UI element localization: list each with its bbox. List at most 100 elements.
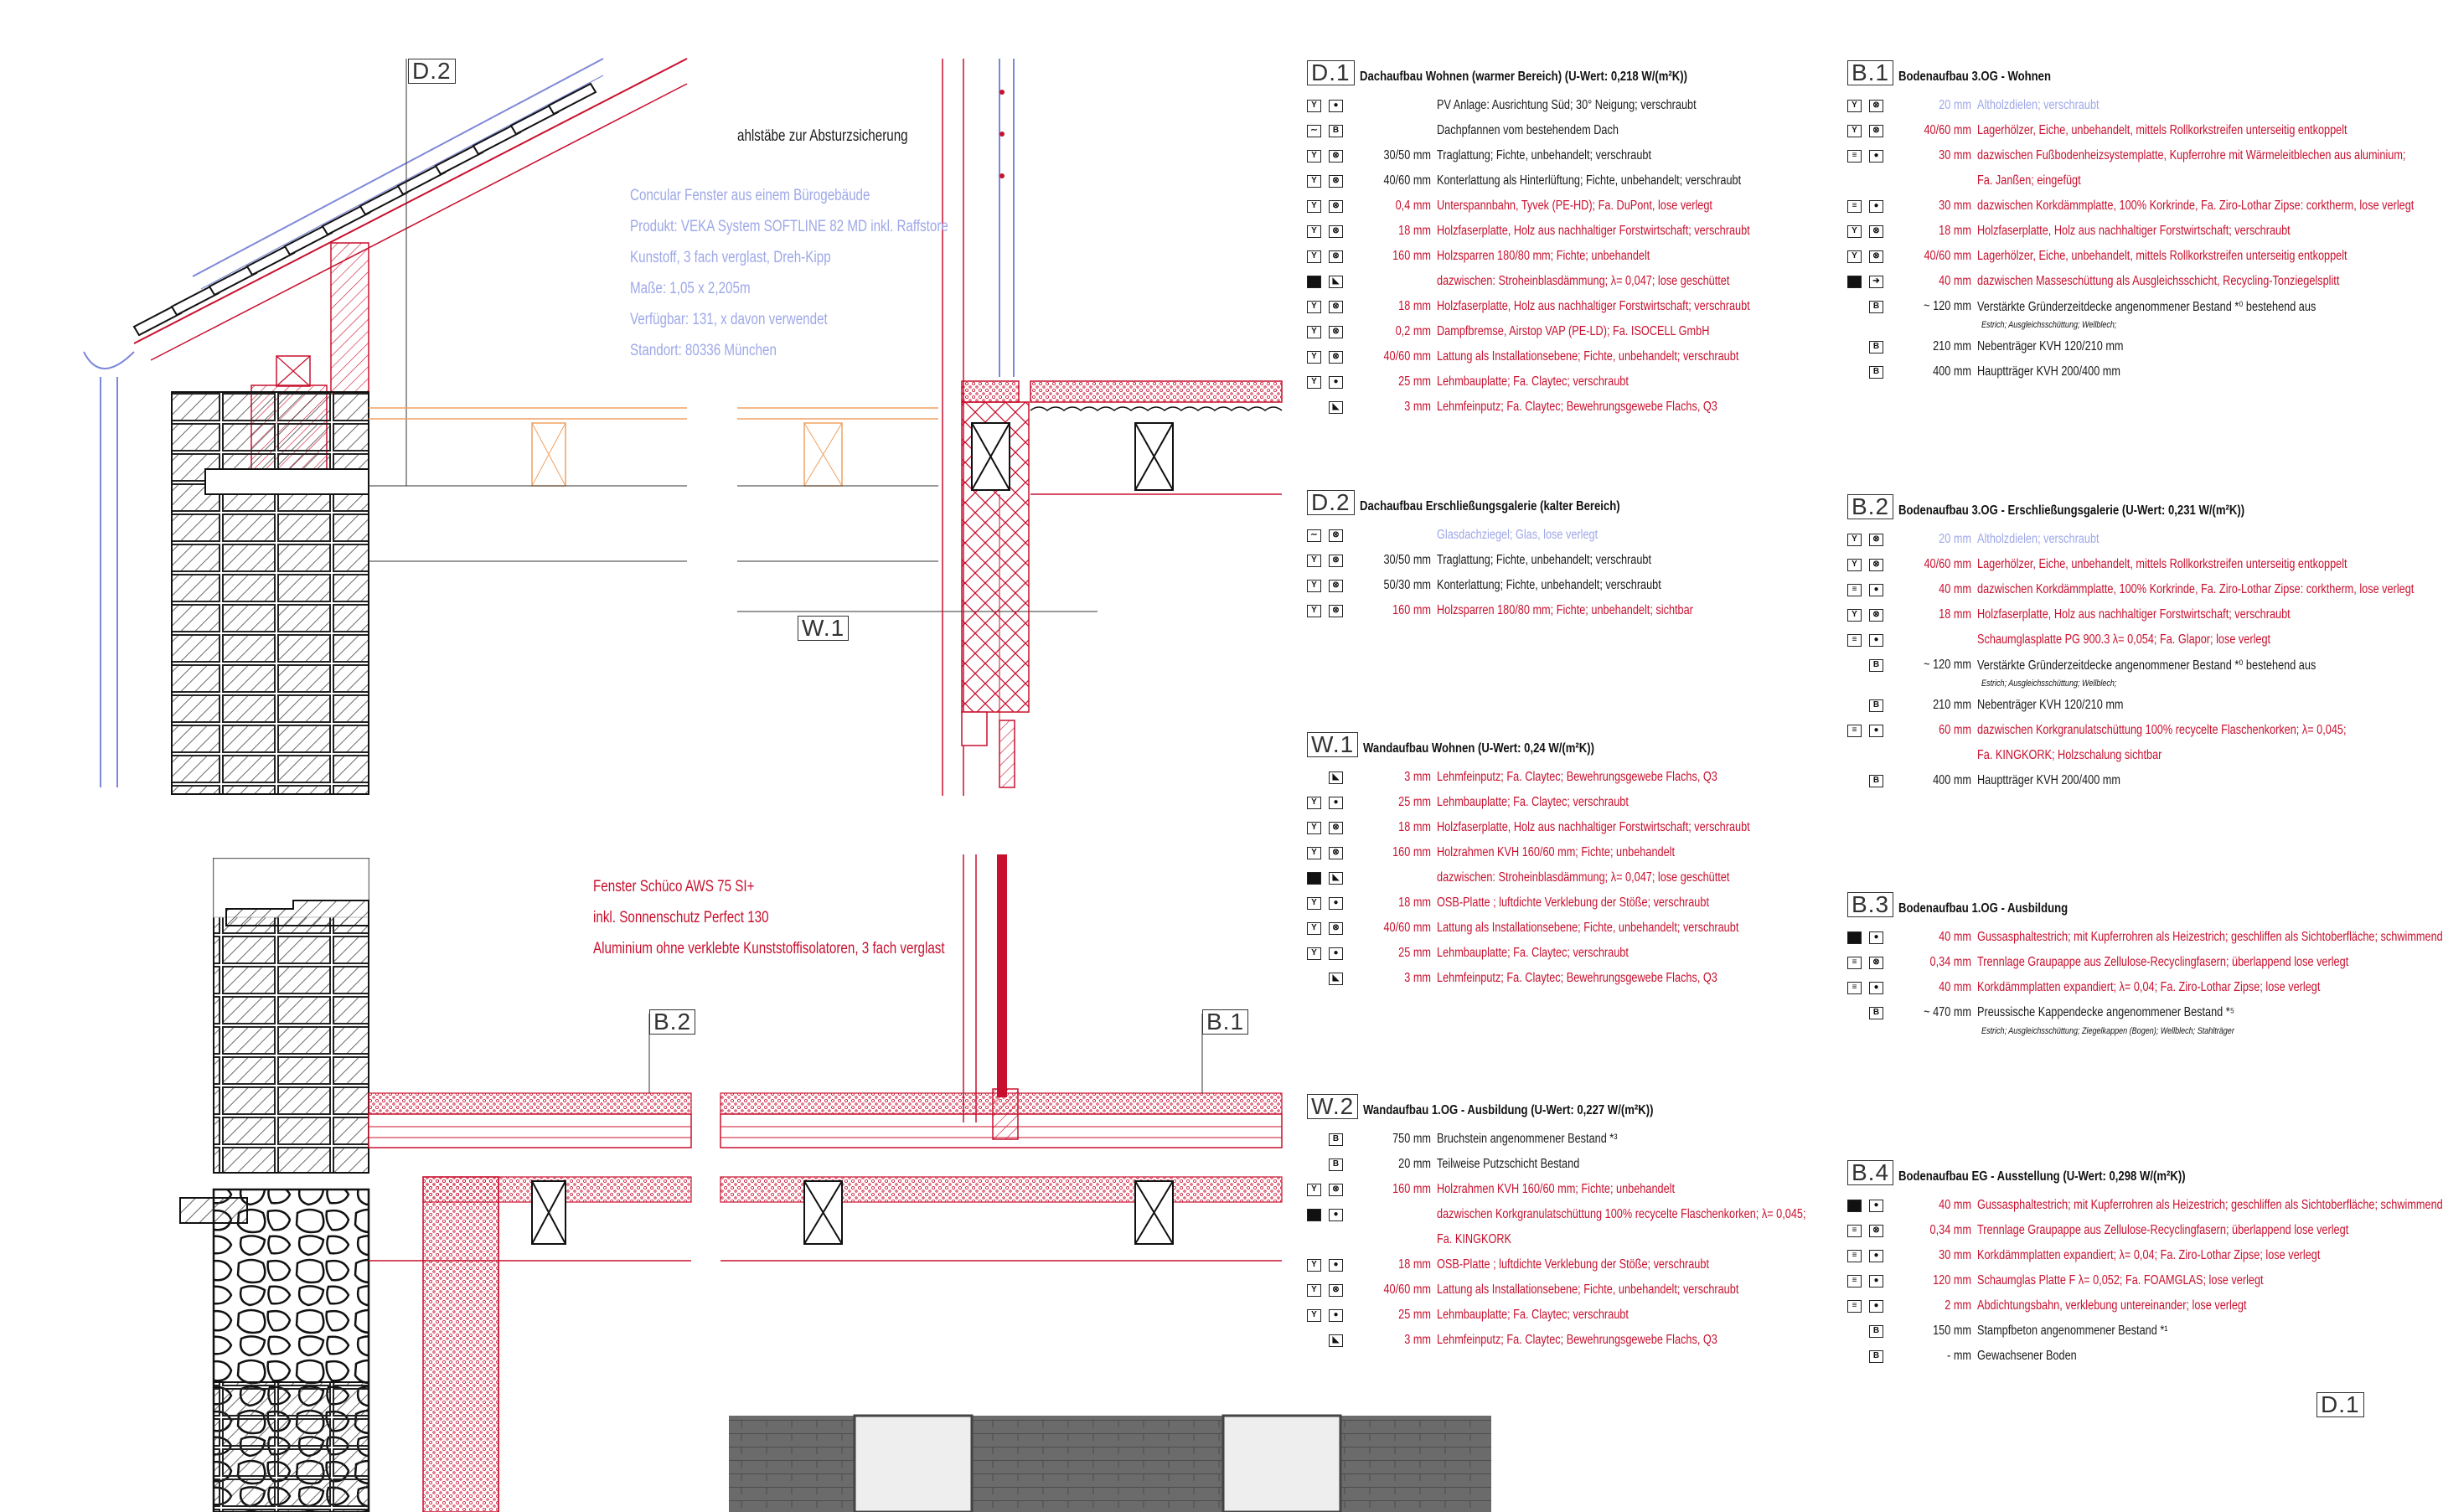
panel-tag: B.3 (1847, 892, 1894, 917)
material-symbol-icon: ● (1869, 1200, 1883, 1212)
layer-description: Lagerhölzer, Eiche, unbehandelt, mittels… (1977, 249, 2347, 263)
layer-description: Lattung als Installationsebene; Fichte, … (1437, 921, 1739, 935)
material-symbol-icon: ⊗ (1869, 559, 1883, 571)
layer-description: Traglattung; Fichte, unbehandelt; versch… (1437, 553, 1652, 567)
material-symbol-icon: ∼ (1307, 125, 1321, 137)
material-symbol-icon: B (1329, 1159, 1343, 1171)
layer-thickness: 18 mm (1398, 1257, 1431, 1272)
panel-title: Bodenaufbau 1.OG - Ausbildung (1898, 900, 2069, 916)
layer-description: Lehmfeinputz; Fa. Claytec; Bewehrungsgew… (1437, 971, 1717, 985)
layer-description: dazwischen Korkgranulatschüttung 100% re… (1977, 723, 2347, 737)
material-symbol-icon: Y (1307, 351, 1321, 364)
layer-thickness: 0,4 mm (1395, 199, 1431, 213)
panel-title: Dachaufbau Erschließungsgalerie (kalter … (1359, 498, 1620, 513)
layer-thickness: 160 mm (1392, 603, 1431, 617)
layer-description: Holzsparren 180/80 mm; Fichte; unbehande… (1437, 249, 1650, 263)
layer-description: Verstärkte Gründerzeitdecke angenommener… (1977, 300, 2316, 314)
layer-thickness: 25 mm (1398, 946, 1431, 960)
material-symbol-icon: Y (1307, 1184, 1321, 1196)
layer-description: Lehmbauplatte; Fa. Claytec; verschraubt (1437, 946, 1629, 960)
material-symbol-icon: Y (1307, 175, 1321, 188)
material-symbol-icon: ➔ (1869, 276, 1883, 288)
layer-thickness: 50/30 mm (1383, 578, 1431, 592)
layer-description: Fa. KINGKORK (1437, 1232, 1511, 1246)
material-symbol-icon: B (1869, 1007, 1883, 1019)
material-symbol-icon: ● (1329, 947, 1343, 960)
material-symbol-icon: ⊗ (1329, 555, 1343, 567)
material-symbol-icon: ≡ (1847, 725, 1862, 737)
material-symbol-icon (1847, 931, 1862, 944)
layer-description: Holzrahmen KVH 160/60 mm; Fichte; unbeha… (1437, 1182, 1676, 1196)
material-symbol-icon: ≡ (1847, 1250, 1862, 1262)
callout-concular-line: Maße: 1,05 x 2,205m (630, 280, 751, 297)
layer-description: Holzrahmen KVH 160/60 mm; Fichte; unbeha… (1437, 845, 1676, 859)
roof-eaves-section (83, 58, 688, 795)
material-symbol-icon: ⊗ (1329, 847, 1343, 859)
material-symbol-icon: ⊗ (1869, 125, 1883, 137)
material-symbol-icon (1847, 276, 1862, 288)
layer-thickness: 40/60 mm (1924, 123, 1971, 137)
callout-schueco-line: Fenster Schüco AWS 75 SI+ (593, 878, 755, 895)
layer-thickness: 40 mm (1939, 930, 1971, 944)
layer-description: Lagerhölzer, Eiche, unbehandelt, mittels… (1977, 557, 2347, 571)
panel-title: Wandaufbau Wohnen (U-Wert: 0,24 W/(m²K)) (1363, 741, 1595, 756)
panel-title: Bodenaufbau EG - Ausstellung (U-Wert: 0,… (1898, 1169, 2186, 1184)
material-symbol-icon: ≡ (1847, 957, 1862, 969)
layer-description: Lagerhölzer, Eiche, unbehandelt, mittels… (1977, 123, 2347, 137)
material-symbol-icon: Y (1847, 534, 1862, 546)
material-symbol-icon: ◣ (1329, 1334, 1343, 1347)
material-symbol-icon: ◣ (1329, 973, 1343, 985)
layer-description: Lattung als Installationsebene; Fichte, … (1437, 349, 1739, 364)
callout-concular-line: Kunstoff, 3 fach verglast, Dreh-Kipp (630, 249, 831, 266)
material-symbol-icon: ⊗ (1329, 301, 1343, 313)
layer-description: Holzfaserplatte, Holz aus nachhaltiger F… (1977, 224, 2291, 238)
panel-title: Bodenaufbau 3.OG - Wohnen (1898, 69, 2052, 84)
section-detail-drawing (83, 58, 1491, 1512)
layer-description: Holzfaserplatte, Holz aus nachhaltiger F… (1977, 607, 2291, 622)
material-symbol-icon: ≡ (1847, 1225, 1862, 1237)
material-symbol-icon: Y (1307, 822, 1321, 834)
material-symbol-icon: Y (1307, 250, 1321, 263)
layer-description: Fa. Janßen; eingefügt (1977, 173, 2081, 188)
layer-thickness: 40/60 mm (1924, 557, 1971, 571)
panel-tag: W.1 (1307, 732, 1359, 757)
material-symbol-icon: ● (1329, 1309, 1343, 1322)
layer-thickness: ~ 470 mm (1924, 1005, 1971, 1019)
layer-thickness: 0,2 mm (1395, 324, 1431, 338)
callout-concular-line: Produkt: VEKA System SOFTLINE 82 MD inkl… (630, 218, 948, 235)
layer-description: Fa. KINGKORK; Holzschalung sichtbar (1977, 748, 2162, 762)
material-symbol-icon: Y (1847, 125, 1862, 137)
material-symbol-icon: ◣ (1329, 872, 1343, 885)
material-symbol-icon: Y (1307, 1284, 1321, 1297)
layer-thickness: 30/50 mm (1383, 148, 1431, 163)
layer-thickness: 40/60 mm (1383, 1282, 1431, 1297)
layer-description: Schaumglas Platte F λ= 0,052; Fa. FOAMGL… (1977, 1273, 2264, 1288)
material-symbol-icon: Y (1307, 225, 1321, 238)
layer-description: Altholzdielen; verschraubt (1977, 98, 2100, 112)
layer-description: Dachpfannen vom bestehendem Dach (1437, 123, 1619, 137)
material-symbol-icon: ◣ (1329, 401, 1343, 414)
panel-tag: B.2 (1847, 494, 1894, 519)
material-symbol-icon: B (1869, 1350, 1883, 1363)
layer-description: Gussasphaltestrich; mit Kupferrohren als… (1977, 930, 2443, 944)
layer-description: Glasdachziegel; Glas, lose verlegt (1437, 528, 1599, 542)
material-symbol-icon: ● (1869, 725, 1883, 737)
layer-thickness: 18 mm (1398, 224, 1431, 238)
